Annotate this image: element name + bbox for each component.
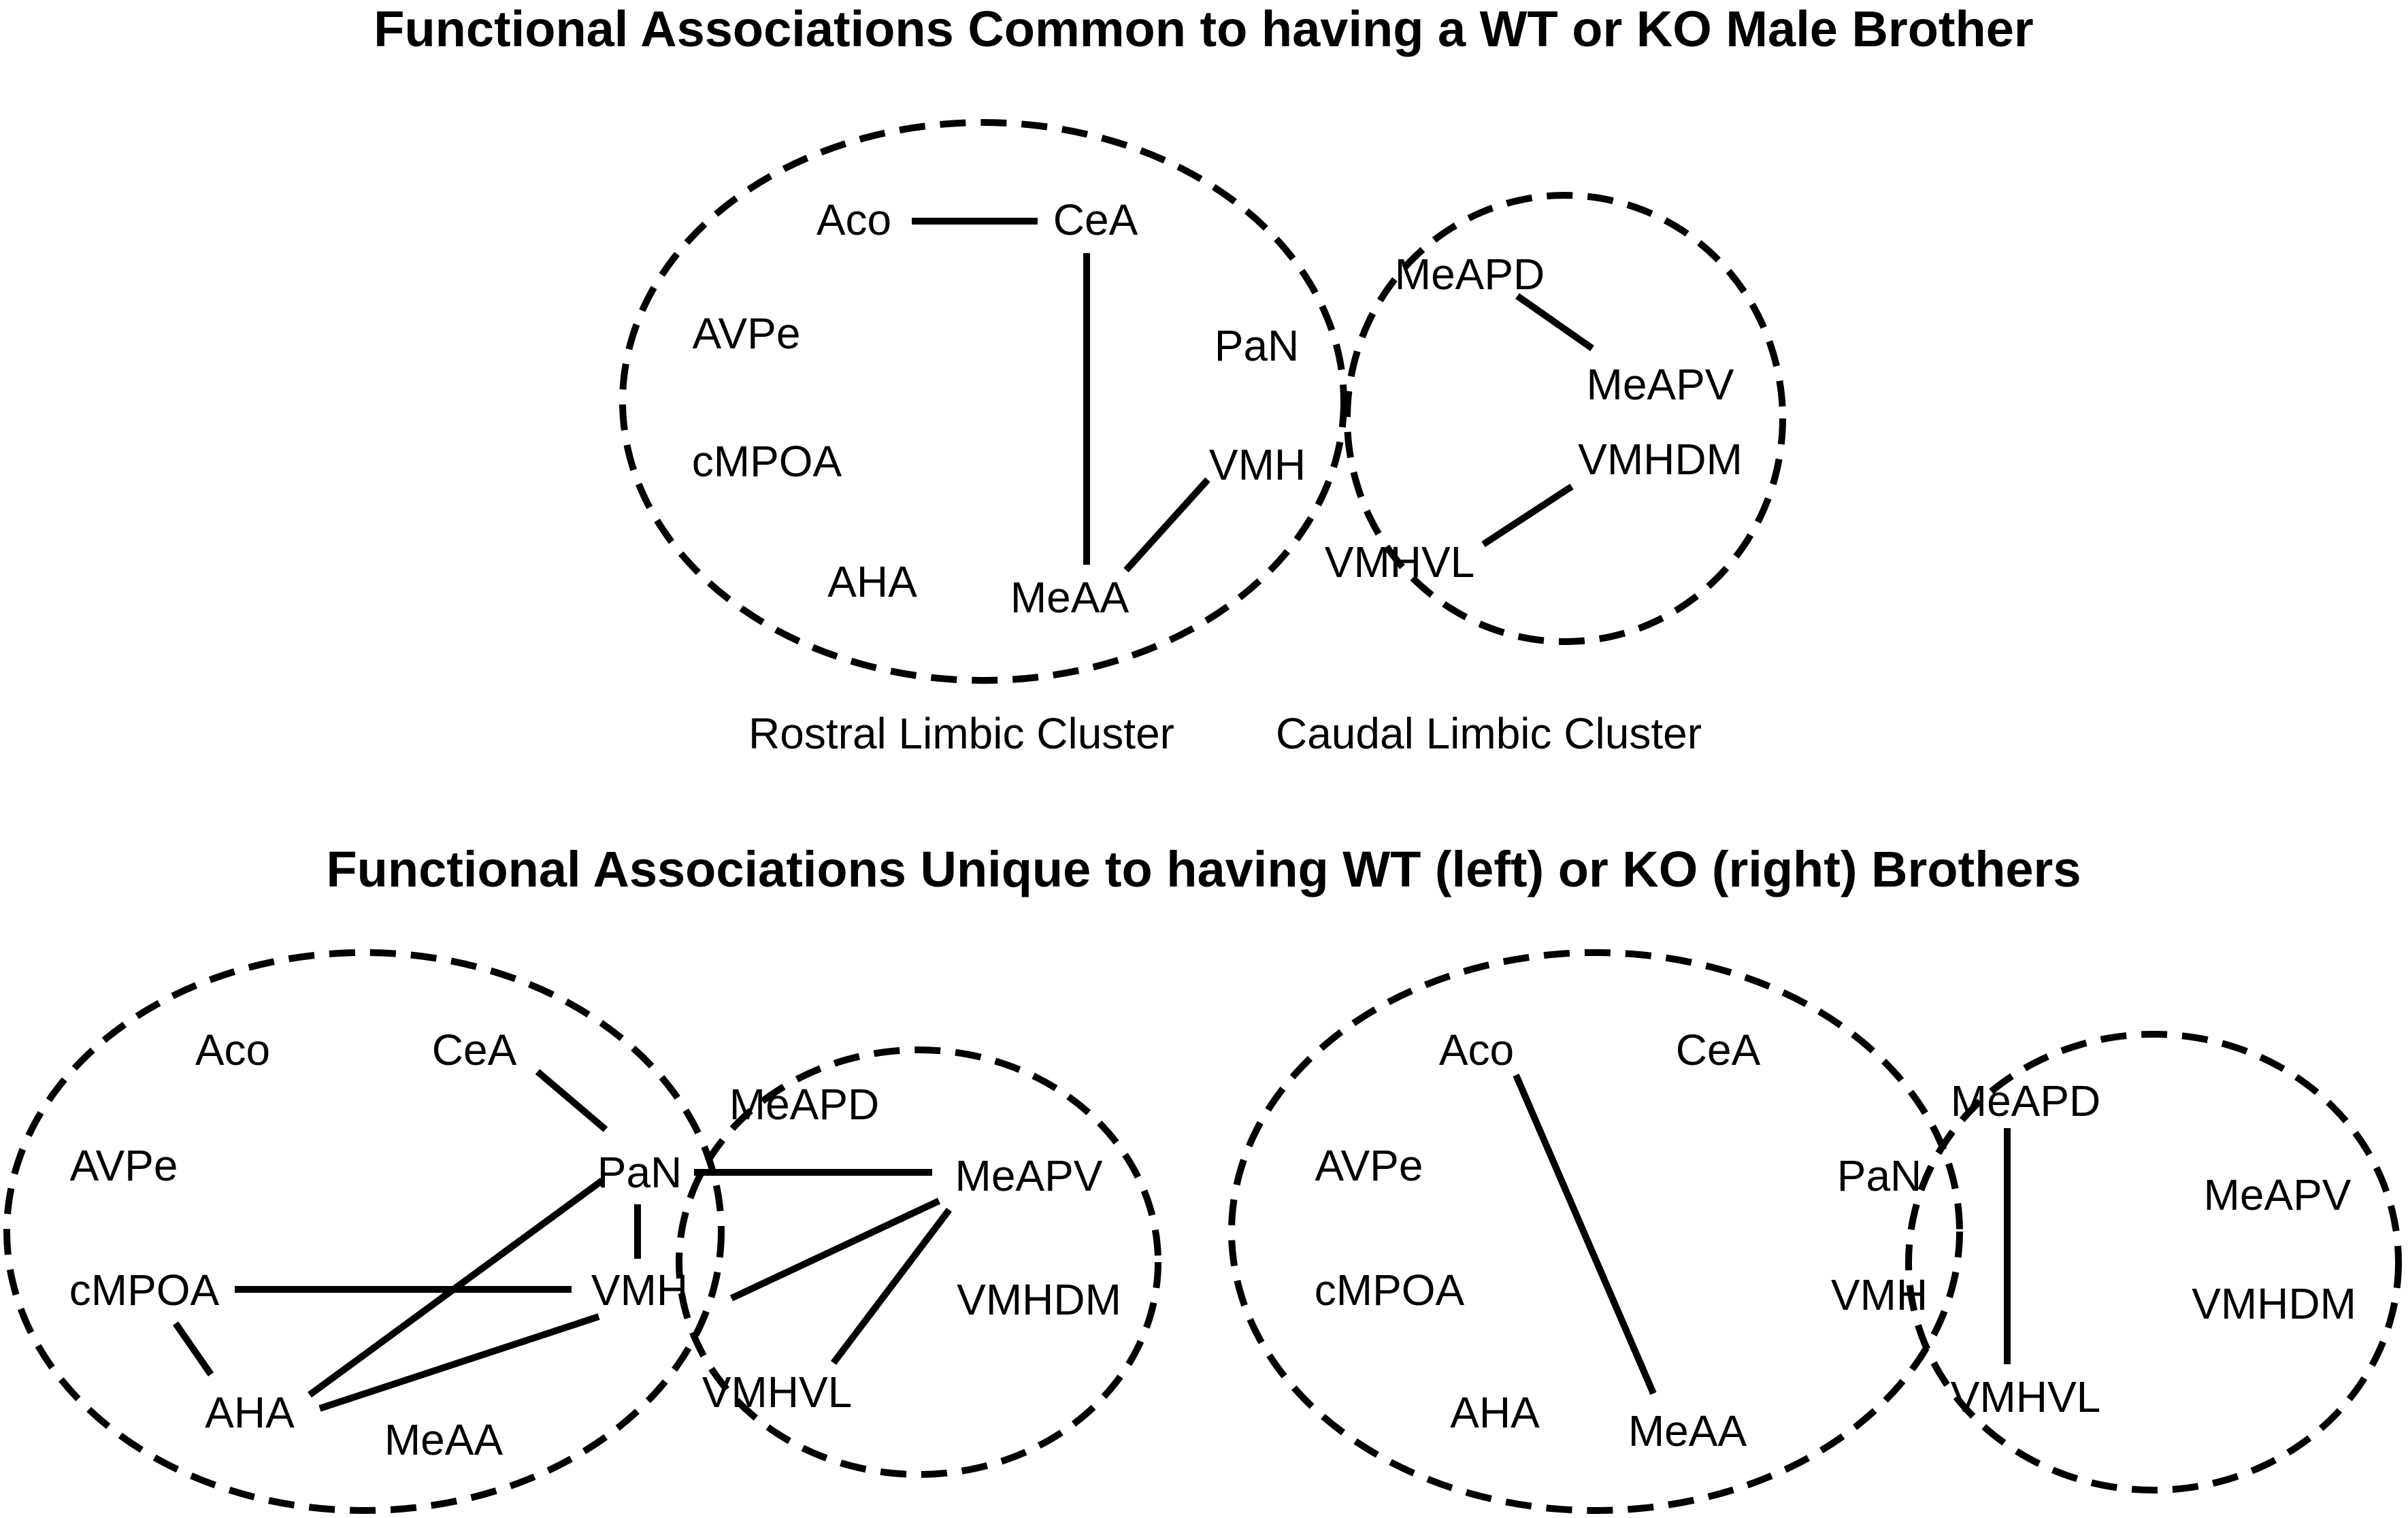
ko-node-aha: AHA — [1450, 1388, 1540, 1437]
wt-node-vmh: VMH — [591, 1266, 688, 1315]
common-node-aha: AHA — [827, 557, 917, 606]
panel-unique-title: Functional Associations Unique to having… — [326, 841, 2081, 897]
edge-vmhdm-vmhvl — [1481, 483, 1574, 548]
ko-node-avpe: AVPe — [1315, 1141, 1423, 1190]
edge-meaa-vmh — [1123, 477, 1210, 573]
ko-node-cmpoa: cMPOA — [1315, 1266, 1465, 1315]
ko-rostral-ellipse — [1228, 949, 1963, 1514]
ko-node-pan: PaN — [1837, 1151, 1922, 1200]
common-node-avpe: AVPe — [693, 309, 801, 358]
wt-edge-aha-vmh — [318, 1313, 600, 1412]
ko-node-vmh: VMH — [1831, 1270, 1928, 1319]
common-node-cea: CeA — [1053, 195, 1138, 244]
wt-edge-cmpoa-aha — [172, 1321, 214, 1376]
ko-node-meapd: MeAPD — [1951, 1076, 2101, 1125]
ko-node-vmhdm: VMHDM — [2192, 1279, 2356, 1328]
wt-diagram: Aco CeA AVPe PaN cMPOA VMH AHA MeAA MeAP… — [3, 949, 1161, 1514]
common-node-cmpoa: cMPOA — [692, 437, 842, 486]
ko-node-meapv: MeAPV — [2204, 1170, 2352, 1219]
wt-node-pan: PaN — [597, 1148, 682, 1197]
rostral-cluster-ellipse — [619, 119, 1347, 684]
edge-meapd-meapv — [1515, 293, 1594, 352]
wt-node-aha: AHA — [205, 1388, 295, 1437]
ko-node-cea: CeA — [1676, 1025, 1761, 1074]
wt-rostral-ellipse — [3, 949, 725, 1514]
panel-common: Functional Associations Common to having… — [374, 1, 2033, 758]
wt-node-meaa: MeAA — [384, 1415, 504, 1464]
wt-node-aco: Aco — [195, 1025, 270, 1074]
wt-edge-meapv-vmh — [729, 1198, 941, 1302]
ko-edge-aco-meaa — [1513, 1074, 1657, 1395]
common-node-meapd: MeAPD — [1395, 250, 1545, 299]
panel-common-title: Functional Associations Common to having… — [374, 1, 2033, 57]
caudal-cluster-label: Caudal Limbic Cluster — [1276, 709, 1702, 758]
wt-node-cmpoa: cMPOA — [69, 1266, 220, 1315]
wt-node-vmhdm: VMHDM — [957, 1275, 1121, 1324]
common-node-meaa: MeAA — [1010, 573, 1129, 622]
caudal-cluster-ellipse — [1344, 192, 1786, 645]
ko-caudal-ellipse — [1905, 1031, 2402, 1494]
panel-unique: Functional Associations Unique to having… — [3, 841, 2402, 1514]
ko-node-aco: Aco — [1439, 1025, 1514, 1074]
wt-edge-meapv-vmhvl — [831, 1207, 952, 1366]
common-node-meapv: MeAPV — [1587, 360, 1734, 409]
common-node-aco: Aco — [817, 195, 891, 244]
wt-node-cea: CeA — [432, 1025, 517, 1074]
ko-node-vmhvl: VMHVL — [1951, 1372, 2101, 1421]
common-node-vmhvl: VMHVL — [1325, 538, 1475, 587]
wt-node-meapv: MeAPV — [955, 1151, 1103, 1200]
wt-node-vmhvl: VMHVL — [702, 1368, 853, 1417]
wt-node-avpe: AVPe — [70, 1141, 178, 1190]
ko-diagram: Aco CeA AVPe PaN cMPOA VMH AHA MeAA MeAP… — [1228, 949, 2402, 1514]
rostral-cluster-label: Rostral Limbic Cluster — [748, 709, 1174, 758]
common-node-vmh: VMH — [1209, 440, 1306, 489]
ko-node-meaa: MeAA — [1628, 1406, 1747, 1455]
common-node-pan: PaN — [1215, 321, 1300, 370]
wt-caudal-ellipse — [676, 1046, 1161, 1478]
common-node-vmhdm: VMHDM — [1578, 435, 1743, 484]
wt-node-meapd: MeAPD — [729, 1080, 880, 1129]
wt-edge-cea-pan — [535, 1069, 608, 1132]
